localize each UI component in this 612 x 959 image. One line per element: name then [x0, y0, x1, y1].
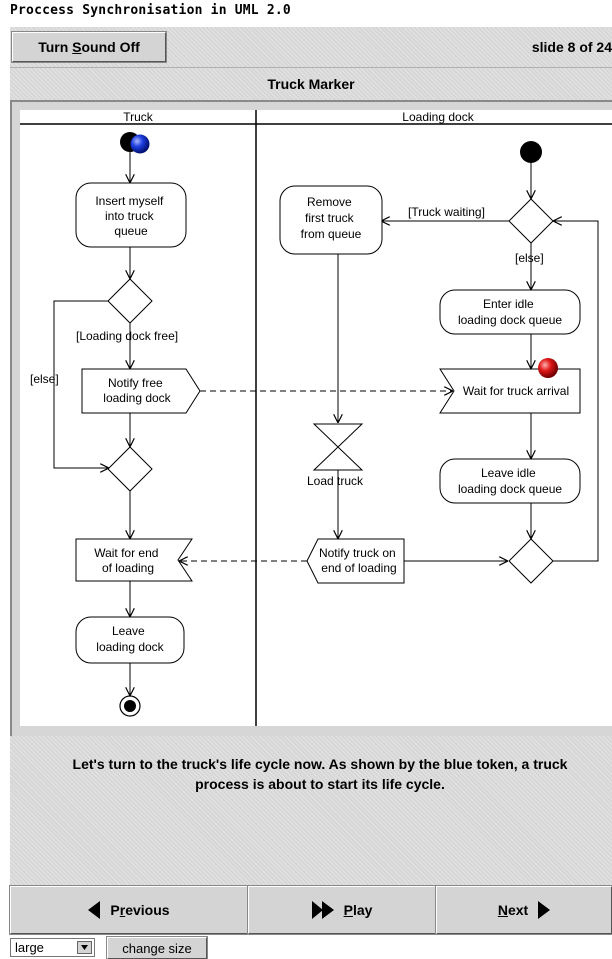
fast-forward-icon — [311, 901, 334, 919]
swimlane-truck-label: Truck — [123, 110, 154, 124]
accept-wait-end — [75, 538, 193, 582]
caption-area: Let's turn to the truck's life cycle now… — [10, 736, 612, 886]
send-notify-free — [81, 368, 201, 414]
caption-text: Let's turn to the truck's life cycle now… — [72, 756, 568, 792]
guard-truck-waiting: [Truck waiting] — [408, 205, 485, 219]
arrow-left-icon — [88, 901, 101, 919]
size-select[interactable]: large — [10, 938, 95, 957]
activity-diagram: Truck Loading dock Insert myself into tr… — [12, 110, 612, 736]
send-notify-truck-label: Notify truck on end of loading — [319, 546, 399, 575]
truck-token — [130, 134, 150, 154]
accept-wait-arrival-label: Wait for truck arrival — [463, 384, 569, 398]
accept-wait-end-label: Wait for end of loading — [94, 546, 162, 575]
dock-initial-node — [520, 141, 542, 163]
app-title: Proccess Synchronisation in UML 2.0 — [10, 3, 291, 18]
previous-label: Previous — [110, 902, 170, 918]
arrow-right-icon — [538, 901, 551, 919]
action-leave-idle — [439, 458, 581, 504]
swimlane-dock-label: Loading dock — [402, 110, 474, 124]
action-load-truck-label: Load truck — [307, 474, 364, 488]
previous-button[interactable]: Previous — [9, 885, 249, 935]
action-leave-idle-label: Leave idle loading dock queue — [458, 466, 562, 496]
action-insert-queue — [75, 182, 187, 248]
play-button[interactable]: Play — [247, 885, 437, 935]
action-enter-idle — [439, 289, 581, 335]
action-remove-truck-label: Remove first truck from queue — [301, 195, 362, 241]
action-leave-dock-label: Leave loading dock — [96, 624, 164, 654]
dock-loop-decision — [508, 538, 554, 584]
next-label: Next — [497, 902, 529, 918]
action-insert-queue-label: Insert myself into truck queue — [95, 194, 166, 238]
play-label: Play — [343, 902, 373, 918]
action-remove-truck — [279, 185, 383, 255]
navigation-bar: Previous Play Next — [9, 885, 612, 935]
diagram-title: Truck Marker — [10, 67, 612, 100]
send-notify-free-label: Notify free loading dock — [103, 376, 171, 405]
turn-sound-off-button[interactable]: Turn Sound Off — [11, 31, 167, 63]
guard-else-dock: [else] — [515, 251, 544, 265]
diagram-frame: Truck Loading dock Insert myself into tr… — [10, 100, 612, 736]
bottom-bar: large change size — [10, 936, 612, 959]
action-load-truck — [312, 423, 364, 471]
guard-else-truck: [else] — [30, 372, 59, 386]
change-size-button[interactable]: change size — [106, 936, 208, 959]
sound-button-label: Turn Sound Off — [38, 39, 140, 55]
size-select-value: large — [15, 940, 44, 955]
chevron-down-icon[interactable] — [77, 941, 92, 954]
action-enter-idle-label: Enter idle loading dock queue — [458, 297, 562, 327]
slide-counter: slide 8 of 24 — [531, 39, 612, 55]
guard-dock-free: [Loading dock free] — [76, 329, 178, 343]
top-toolbar: Turn Sound Off slide 8 of 24 — [10, 27, 612, 67]
dock-token — [538, 358, 558, 378]
next-button[interactable]: Next — [435, 885, 612, 935]
